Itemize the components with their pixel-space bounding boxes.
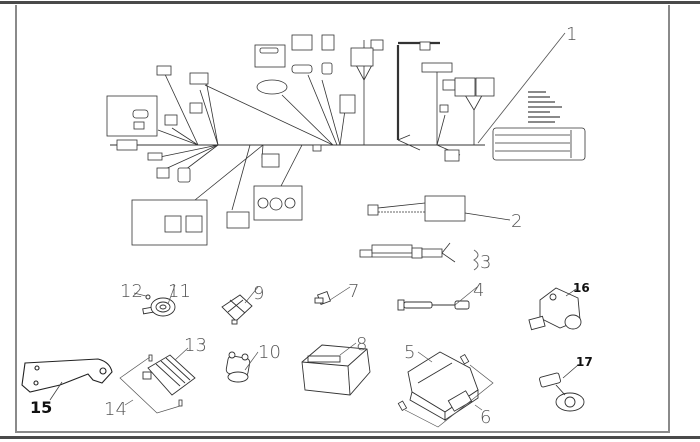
part-5-ecu (407, 351, 479, 421)
callout-1-leader (477, 32, 566, 144)
callout-1: 1 (566, 24, 577, 45)
callout-3: 3 (480, 252, 491, 273)
callout-16-leader (565, 288, 577, 297)
bottom-border (0, 436, 700, 439)
callout-12-leader (133, 292, 147, 297)
callout-15: 15 (30, 398, 52, 417)
diagram-frame (15, 5, 670, 433)
part-4-sensor-cable (397, 286, 478, 311)
callout-7: 7 (348, 281, 359, 302)
callout-7-leader (329, 286, 351, 301)
part-10-starter-relay (225, 351, 251, 383)
part-11-horn (142, 297, 176, 317)
callout-4: 4 (473, 280, 484, 301)
callout-9-leader (244, 286, 259, 304)
callout-15-leader (49, 381, 63, 401)
top-border (0, 1, 700, 4)
callout-11-leader (167, 284, 176, 305)
sub-harness (367, 195, 511, 222)
callout-13: 13 (184, 335, 207, 356)
callout-10: 10 (258, 342, 281, 363)
callout-17: 17 (576, 355, 593, 369)
callout-8-leader (339, 342, 357, 356)
part-6-ecu-bolts (397, 353, 494, 428)
part-13-regulator (142, 354, 196, 396)
part-17-speed-sensor (539, 372, 585, 412)
callout-10-leader (244, 351, 259, 371)
callout-5: 5 (404, 342, 415, 363)
part-14-regulator-bolts (119, 354, 183, 414)
harness-connectors (106, 34, 586, 246)
callout-17-leader (562, 364, 579, 379)
part-16-throttle-sensor (528, 287, 582, 331)
part-12-horn-bolt (145, 294, 151, 300)
callout-11: 11 (168, 281, 191, 302)
part-15-bracket (21, 358, 113, 393)
spec-notes (528, 91, 562, 123)
callout-2: 2 (511, 211, 522, 232)
part-9-relay (221, 294, 253, 325)
part-7-small-sensor (314, 291, 331, 305)
callout-8: 8 (356, 334, 367, 355)
callout-6: 6 (480, 407, 491, 428)
callout-13-leader (174, 347, 189, 361)
callout-3-brace (473, 249, 479, 271)
callout-16: 16 (573, 281, 590, 295)
callout-14: 14 (104, 399, 127, 420)
callout-5-leader (417, 351, 433, 363)
callout-12: 12 (120, 281, 143, 302)
part-8-battery (301, 344, 371, 396)
callout-9: 9 (253, 283, 264, 304)
sensor-lead (359, 242, 456, 263)
